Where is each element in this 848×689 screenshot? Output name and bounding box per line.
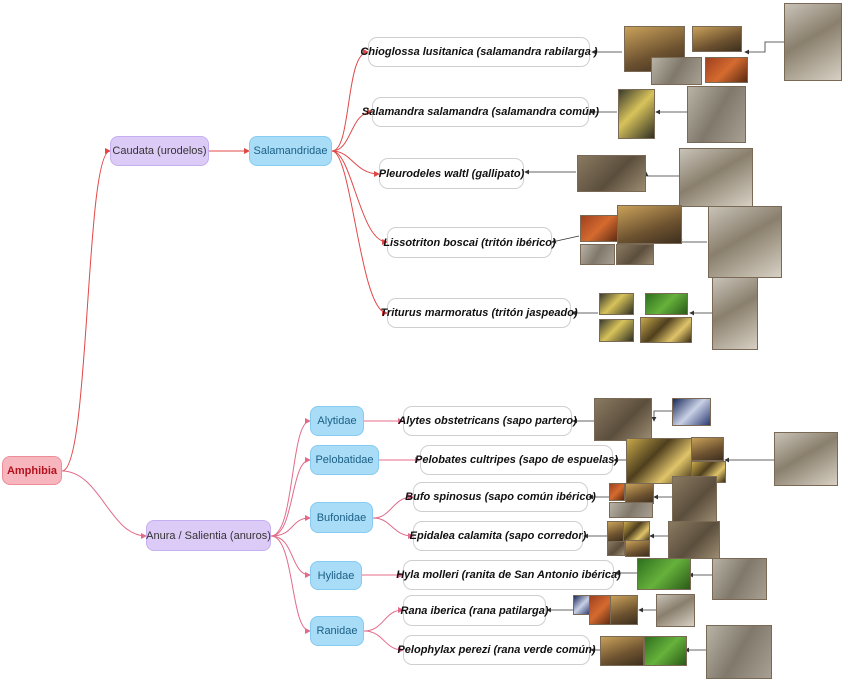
bufo-photo	[672, 476, 717, 523]
species-pelobates[interactable]: Pelobates cultripes (sapo de espuelas)	[415, 445, 618, 475]
hyla-photo	[637, 558, 691, 590]
link-root-caudata	[61, 148, 111, 472]
rana-photo	[656, 594, 695, 627]
species-lissotriton[interactable]: Lissotriton boscai (tritón ibérico)	[383, 227, 556, 258]
pelophylax-photo	[706, 625, 772, 679]
epidalea-photo	[607, 541, 625, 556]
lissotriton-photo	[580, 244, 615, 265]
triturus-photo	[599, 319, 634, 342]
chioglossa-eggs-photo	[651, 57, 702, 85]
node-anura[interactable]: Anura / Salientia (anuros)	[146, 520, 271, 551]
chioglossa-photo	[784, 3, 842, 81]
bufo-photo	[609, 502, 653, 518]
alytes-photo	[594, 398, 652, 441]
lissotriton-photo	[616, 244, 654, 265]
pelobates-photo	[691, 437, 724, 461]
triturus-photo	[712, 277, 758, 350]
species-pelophylax[interactable]: Pelophylax perezi (rana verde común)	[397, 635, 596, 665]
pelophylax-photo	[644, 636, 687, 666]
salamandra-photo	[618, 89, 655, 139]
lissotriton-photo	[708, 206, 782, 278]
species-hyla[interactable]: Hyla molleri (ranita de San Antonio ibér…	[396, 560, 621, 590]
epidalea-photo	[623, 521, 650, 542]
chioglossa-photo	[692, 26, 742, 52]
hyla-photo	[712, 558, 767, 600]
species-chioglossa[interactable]: Chioglossa lusitanica (salamandra rabila…	[360, 37, 598, 67]
node-pelobatidae[interactable]: Pelobatidae	[310, 445, 379, 475]
lissotriton-photo	[617, 205, 682, 244]
triturus-photo	[640, 317, 692, 343]
triturus-photo	[599, 293, 634, 315]
chioglossa-photo	[705, 57, 748, 83]
bufo-photo	[625, 483, 654, 504]
rana-photo	[589, 595, 612, 625]
salamandra-photo	[687, 86, 746, 143]
triturus-photo	[645, 293, 688, 315]
species-rana[interactable]: Rana iberica (rana patilarga)	[401, 595, 548, 626]
node-hylidae[interactable]: Hylidae	[310, 561, 362, 590]
pelobates-photo	[774, 432, 838, 486]
epidalea-photo	[625, 540, 650, 557]
species-salamandra[interactable]: Salamandra salamandra (salamandra común)	[362, 97, 599, 127]
pleurodeles-photo	[577, 155, 646, 192]
species-epidalea[interactable]: Epidalea calamita (sapo corredor)	[410, 521, 586, 551]
species-triturus[interactable]: Triturus marmoratus (tritón jaspeado)	[380, 298, 578, 328]
node-amphibia[interactable]: Amphibia	[2, 456, 62, 485]
link-root-anura	[61, 470, 147, 539]
species-bufo[interactable]: Bufo spinosus (sapo común ibérico)	[405, 482, 596, 512]
rana-photo	[610, 595, 638, 625]
alytes-photo	[672, 398, 711, 426]
lissotriton-photo	[580, 215, 619, 242]
bufo-photo	[609, 483, 625, 501]
pelophylax-photo	[600, 636, 644, 666]
node-caudata[interactable]: Caudata (urodelos)	[110, 136, 209, 166]
species-pleurodeles[interactable]: Pleurodeles waltl (gallipato)	[379, 158, 524, 189]
node-ranidae[interactable]: Ranidae	[310, 616, 364, 646]
epidalea-photo	[668, 521, 720, 559]
pleurodeles-photo	[679, 148, 753, 207]
node-salamandridae[interactable]: Salamandridae	[249, 136, 332, 166]
species-alytes[interactable]: Alytes obstetricans (sapo partero)	[398, 406, 577, 436]
node-alytidae[interactable]: Alytidae	[310, 406, 364, 436]
node-bufonidae[interactable]: Bufonidae	[310, 502, 373, 533]
